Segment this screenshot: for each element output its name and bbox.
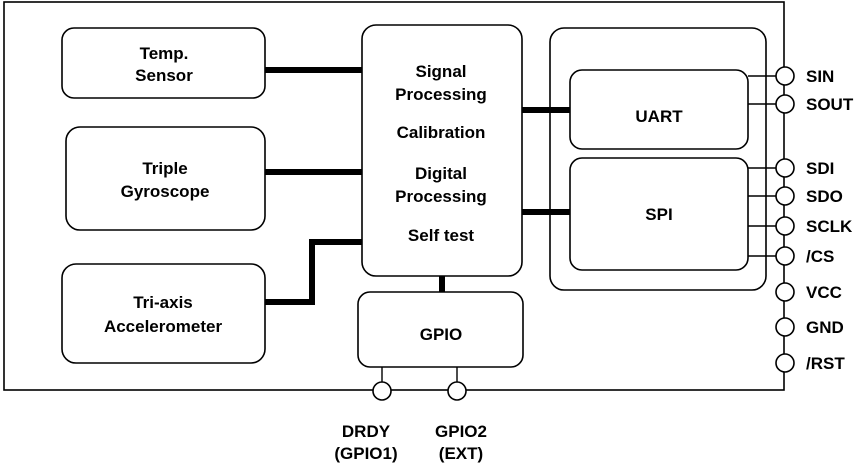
processing-label-digital: Digital: [415, 164, 467, 183]
temp-sensor-block: Temp. Sensor: [61, 27, 266, 99]
processing-block: Signal Processing Calibration Digital Pr…: [361, 24, 523, 277]
gnd-pin-icon: [775, 317, 795, 337]
gpio-label: GPIO: [420, 325, 463, 344]
spi-block: SPI: [569, 157, 749, 271]
processing-label-self-test: Self test: [408, 226, 474, 245]
spi-label: SPI: [645, 205, 672, 224]
bottom-pin-drdy: DRDY (GPIO1): [334, 367, 398, 463]
gpio2-pin-label: GPIO2: [435, 422, 487, 441]
vcc-pin-icon: [775, 282, 795, 302]
sdo-pin-label: SDO: [806, 187, 843, 206]
drdy-pin-label: DRDY: [342, 422, 391, 441]
right-pin-group: SIN SOUT SDI SDO SCLK/CS VCC GND/RST: [775, 66, 854, 373]
sclk-pin-label: SCLK: [806, 217, 853, 236]
drdy-pin-sublabel: (GPIO1): [334, 444, 397, 463]
uart-pin-stubs: [748, 75, 776, 105]
cs-pin-icon: [775, 246, 795, 266]
processing-label-processing-2: Processing: [395, 187, 487, 206]
vcc-pin-label: VCC: [806, 283, 842, 302]
sdo-pin-icon: [775, 186, 795, 206]
bottom-pin-gpio2: GPIO2 (EXT): [435, 367, 487, 463]
accelerometer-label-line2: Accelerometer: [104, 317, 223, 336]
gpio2-pin-sublabel: (EXT): [439, 444, 483, 463]
sclk-pin-icon: [775, 216, 795, 236]
gyroscope-block: Triple Gyroscope: [65, 126, 266, 231]
gpio2-pin-icon: [447, 381, 467, 401]
processing-label-signal: Signal: [415, 62, 466, 81]
spi-pin-stubs: [748, 167, 776, 257]
processing-label-calibration: Calibration: [397, 123, 486, 142]
accelerometer-label-line1: Tri-axis: [133, 293, 193, 312]
gyroscope-label-line1: Triple: [142, 159, 187, 178]
gpio-block: GPIO: [357, 291, 524, 368]
rst-pin-label: /RST: [806, 354, 845, 373]
bus-accel-to-processing: [265, 239, 362, 305]
gyroscope-label-line2: Gyroscope: [121, 182, 210, 201]
sout-pin-label: SOUT: [806, 95, 854, 114]
temp-sensor-label-line2: Sensor: [135, 66, 193, 85]
gnd-pin-label: GND: [806, 318, 844, 337]
uart-block: UART: [569, 69, 749, 150]
sin-pin-label: SIN: [806, 67, 834, 86]
sout-pin-icon: [775, 94, 795, 114]
drdy-pin-icon: [372, 381, 392, 401]
sdi-pin-icon: [775, 158, 795, 178]
processing-label-processing-1: Processing: [395, 85, 487, 104]
sdi-pin-label: SDI: [806, 159, 834, 178]
uart-label: UART: [635, 107, 683, 126]
cs-pin-label: /CS: [806, 247, 834, 266]
rst-pin-icon: [775, 353, 795, 373]
accelerometer-block: Tri-axis Accelerometer: [61, 263, 266, 364]
temp-sensor-label-line1: Temp.: [140, 44, 189, 63]
sin-pin-icon: [775, 66, 795, 86]
